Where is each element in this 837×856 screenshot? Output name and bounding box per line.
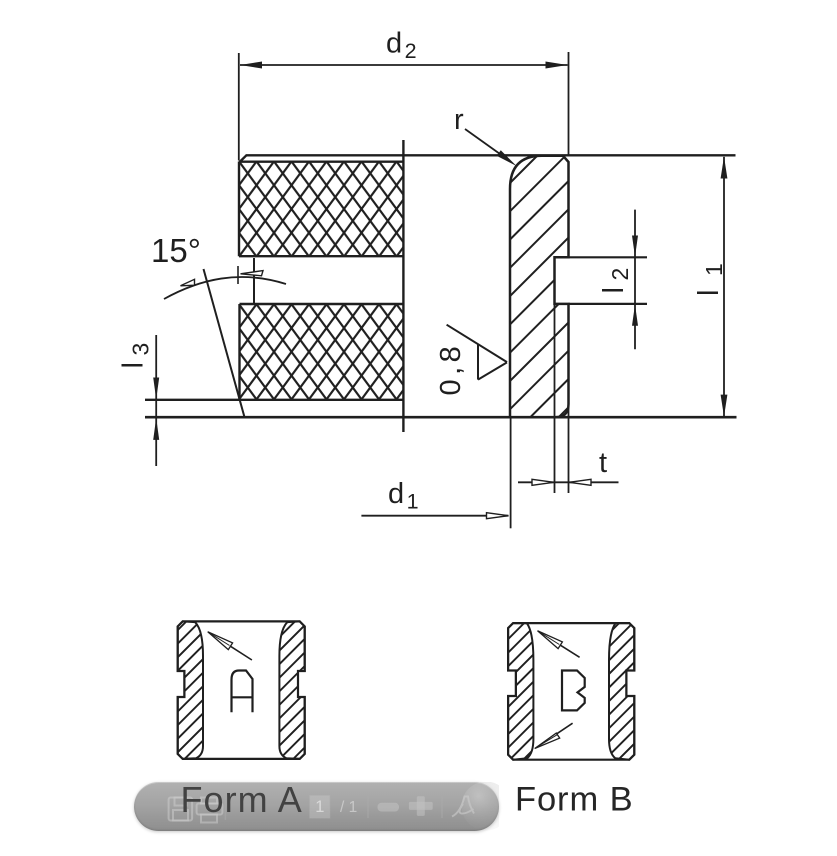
svg-text:d2: d2 <box>386 28 417 64</box>
svg-text:t: t <box>599 447 607 479</box>
svg-text:0,8: 0,8 <box>435 342 467 396</box>
svg-text:15°: 15° <box>151 232 201 269</box>
svg-text:1: 1 <box>315 798 324 816</box>
svg-text:r: r <box>454 104 464 136</box>
svg-text:d1: d1 <box>388 478 419 514</box>
svg-text:l2: l2 <box>598 261 633 293</box>
svg-text:Form B: Form B <box>515 781 634 819</box>
svg-text:l1: l1 <box>693 257 727 296</box>
svg-text:/ 1: / 1 <box>340 799 357 816</box>
svg-text:l3: l3 <box>118 336 154 368</box>
